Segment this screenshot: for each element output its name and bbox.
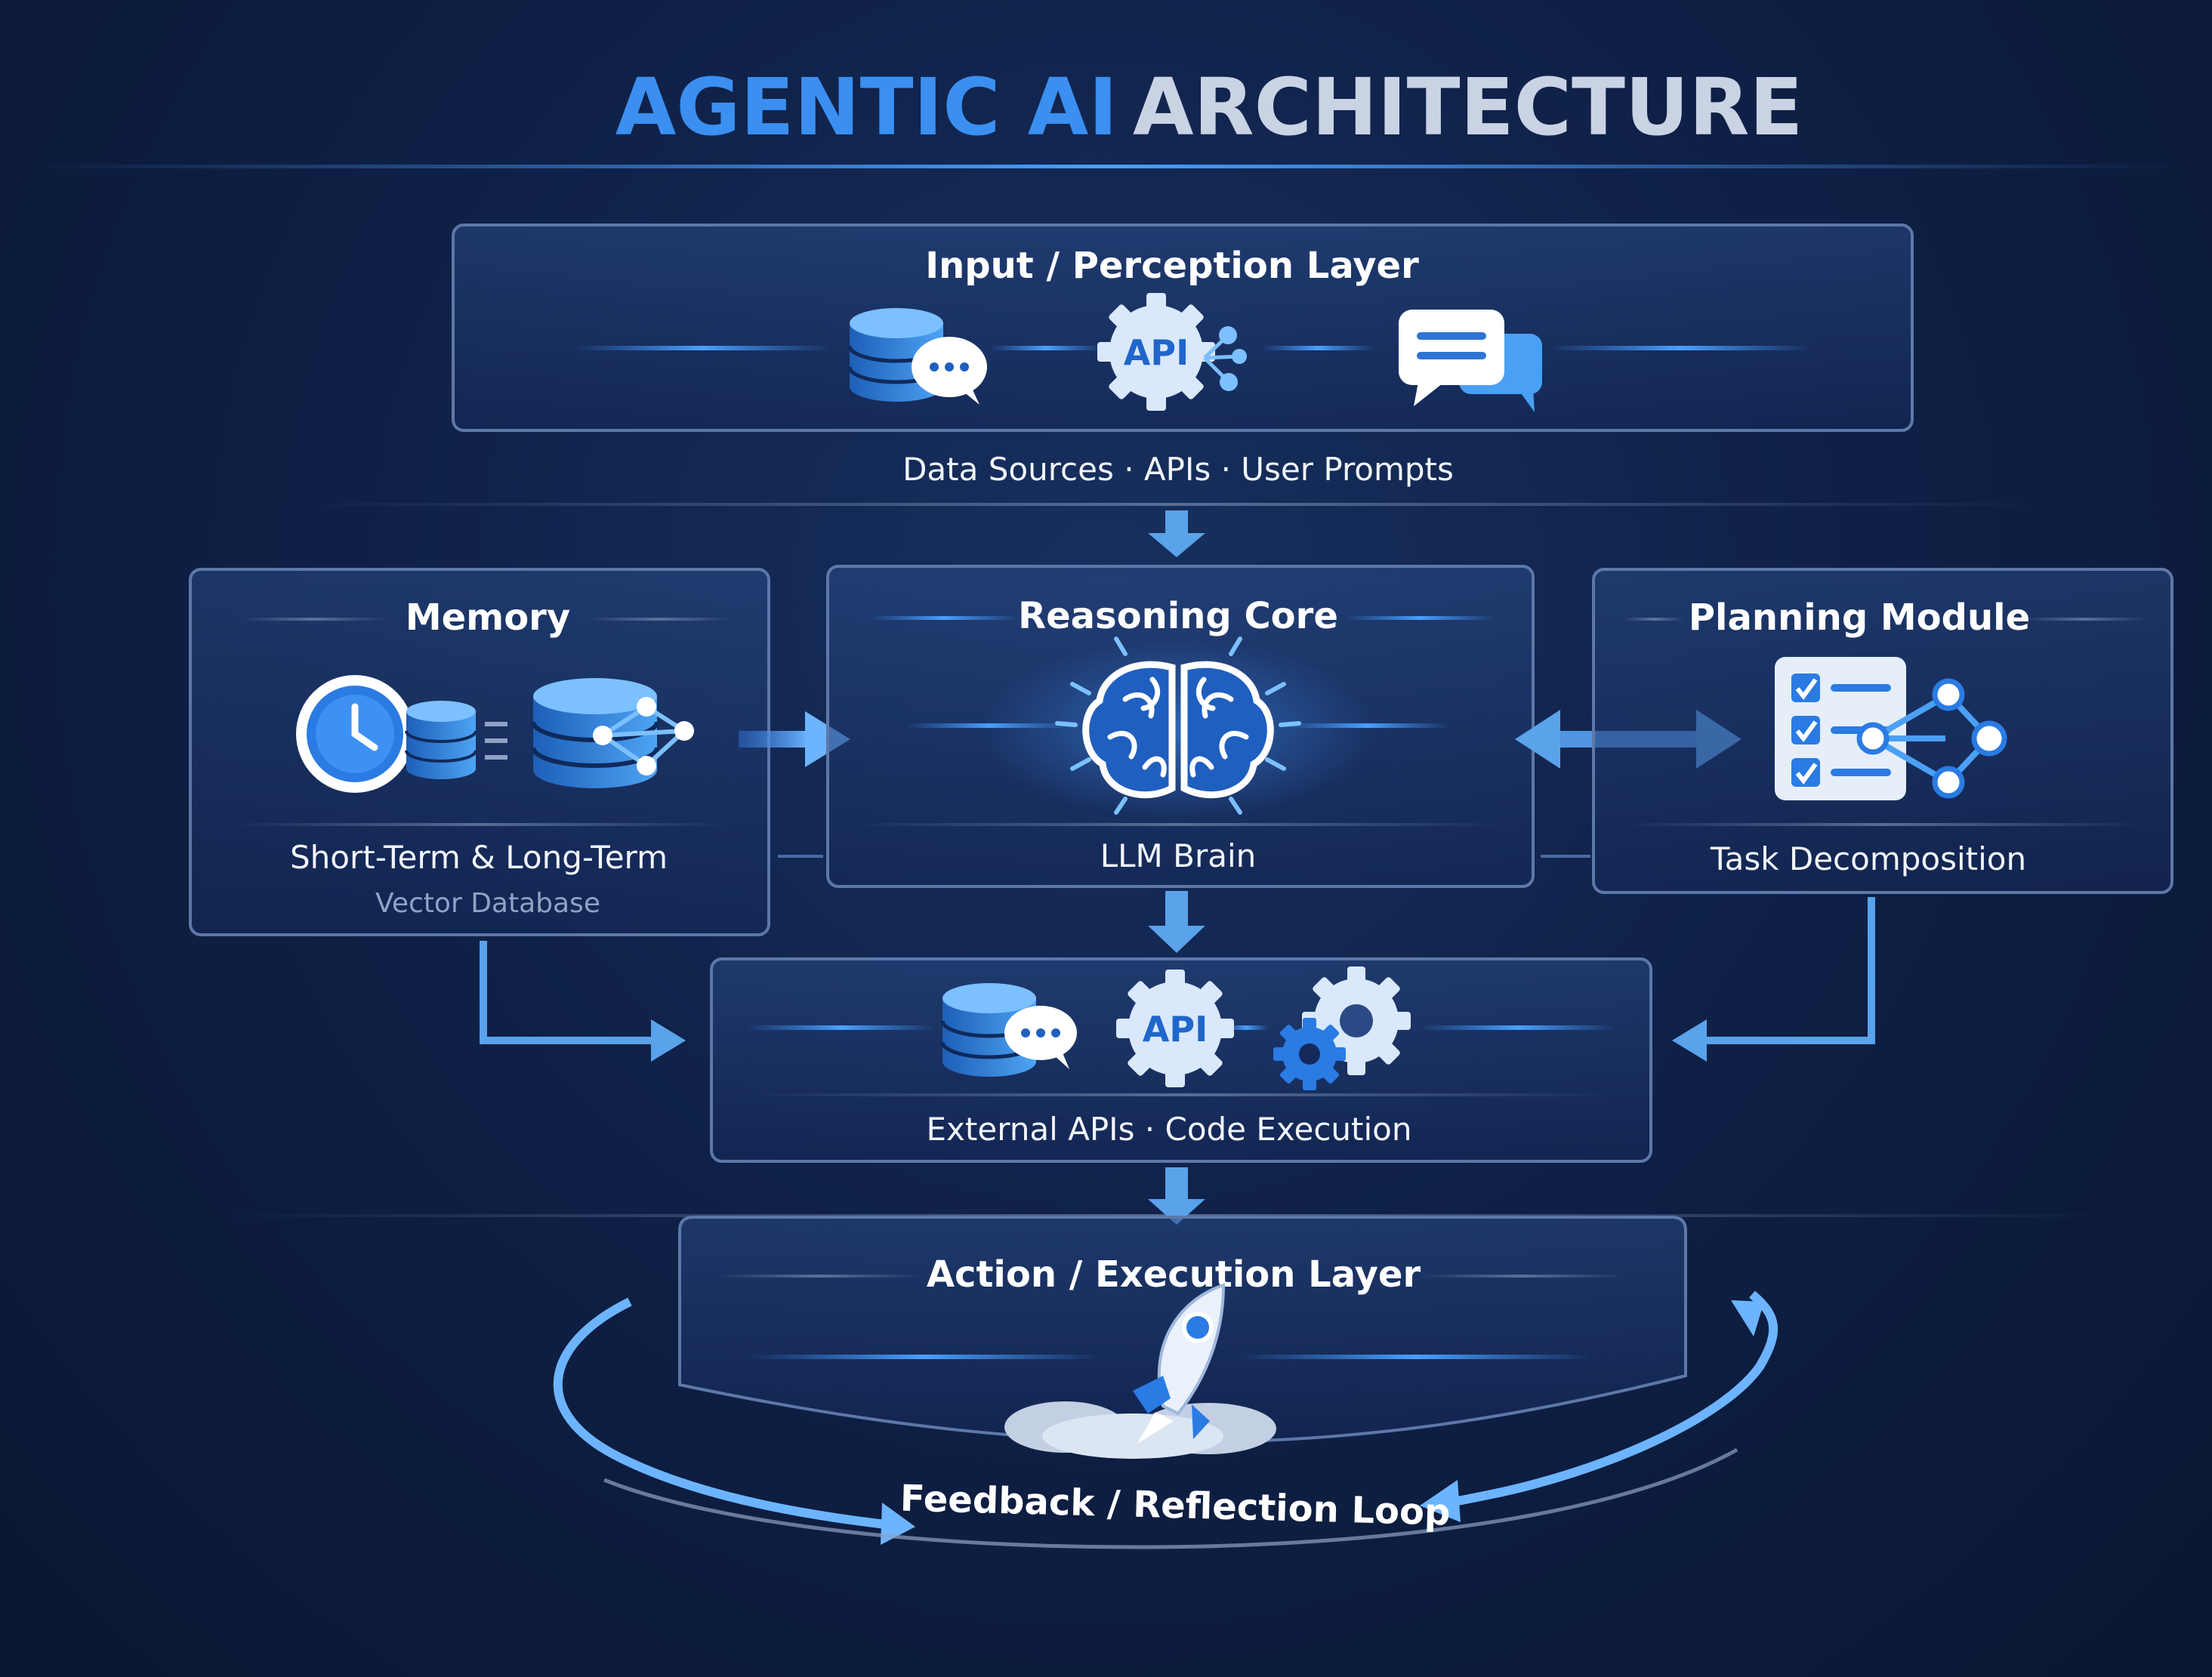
input-api-badge: API	[1124, 332, 1189, 373]
arrow-input-to-reasoning	[1148, 510, 1205, 557]
reasoning-planning-connector	[1541, 855, 1590, 858]
input-divider	[302, 503, 2039, 506]
title-architecture: ARCHITECTURE	[1133, 61, 1803, 153]
feedback-loop	[553, 1290, 1778, 1549]
gears-icon	[1273, 966, 1411, 1090]
chat-bubbles-icon	[1399, 310, 1542, 412]
feedback-loop-label: Feedback / Reflection Loop	[899, 1477, 1451, 1534]
small-database-icon	[405, 701, 507, 779]
tools-panel: API	[710, 957, 1652, 1163]
planning-module-heading: Planning Module	[1689, 597, 2030, 639]
checklist-icon	[1775, 657, 1906, 800]
reasoning-core-panel: Reasoning Core LLM Brain	[826, 565, 1535, 888]
input-layer-heading: Input / Perception Layer	[925, 245, 1419, 287]
tools-api-gear-icon: API	[1116, 970, 1234, 1087]
reasoning-core-heading: Reasoning Core	[1018, 595, 1338, 637]
network-icon	[1856, 678, 2007, 799]
planning-module-caption: Task Decomposition	[1710, 840, 2026, 877]
arrow-planning-to-tools	[1672, 897, 1875, 1062]
title-agentic-ai: AGENTIC AI	[615, 61, 1118, 153]
memory-reasoning-connector	[778, 855, 823, 858]
memory-heading: Memory	[406, 597, 570, 639]
database-chat-icon	[847, 308, 987, 405]
brain-icon	[1055, 637, 1301, 815]
arrow-reasoning-to-tools	[1148, 891, 1205, 953]
title-underline	[30, 165, 2182, 168]
input-layer-caption: Data Sources · APIs · User Prompts	[902, 451, 1454, 488]
tools-caption: External APIs · Code Execution	[927, 1111, 1412, 1148]
rocket-icon	[1004, 1283, 1276, 1459]
memory-caption: Short-Term & Long-Term	[290, 839, 668, 876]
tools-database-chat-icon	[940, 983, 1077, 1077]
arrow-memory-to-tools	[480, 941, 686, 1062]
input-layer-panel: Input / Perception Layer	[452, 223, 1914, 432]
planning-module-panel: Planning Module Task De	[1592, 568, 2173, 894]
tools-api-badge: API	[1143, 1009, 1208, 1050]
reasoning-core-caption: LLM Brain	[1100, 837, 1257, 874]
database-network-icon	[531, 678, 694, 788]
memory-subcaption: Vector Database	[375, 888, 600, 919]
clock-icon	[296, 675, 414, 793]
memory-panel: Memory Sho	[189, 568, 770, 936]
action-layer-panel: Action / Execution Layer	[678, 1216, 1687, 1459]
api-gear-icon: API	[1097, 293, 1247, 411]
action-layer-heading: Action / Execution Layer	[927, 1253, 1421, 1296]
arrow-tools-to-action	[1148, 1167, 1205, 1225]
